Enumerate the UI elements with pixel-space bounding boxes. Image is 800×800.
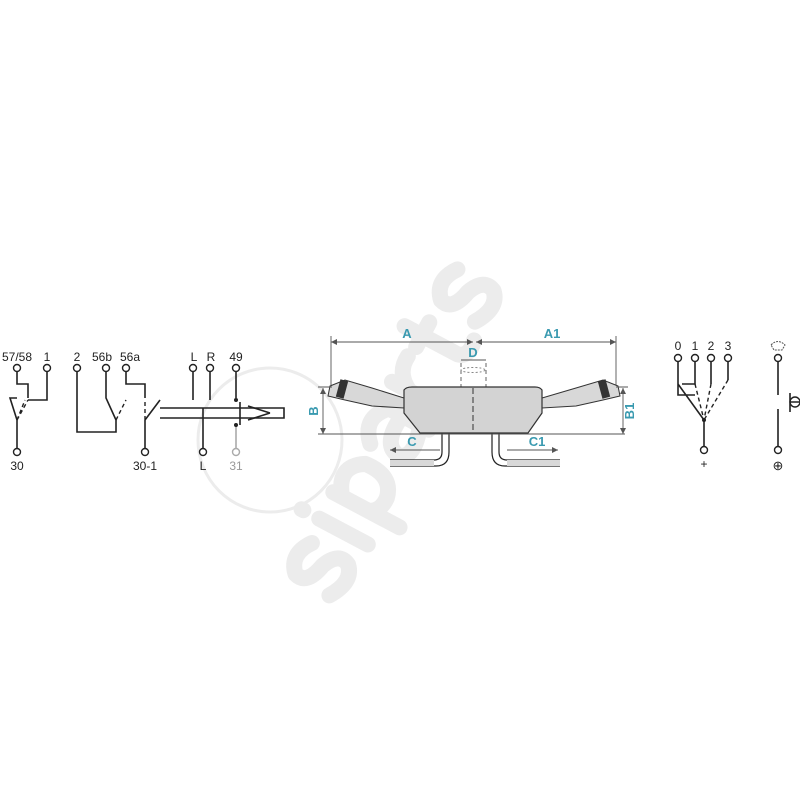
dimension-a1: A1 (544, 326, 561, 341)
terminal-label: L (191, 350, 198, 364)
terminal-label: 31 (229, 459, 243, 473)
dimension-b1: B1 (622, 403, 637, 420)
terminal-label: 1 (692, 339, 699, 353)
switch-dimension-drawing: A A1 D B B1 C C1 (306, 326, 637, 467)
terminal-label: 56b (92, 350, 112, 364)
terminal-label: 2 (74, 350, 81, 364)
terminal-circles (12, 363, 241, 457)
terminal-label: 57/58 (2, 350, 32, 364)
terminal-label: 56a (120, 350, 140, 364)
terminal-label: ⊕ (773, 458, 784, 473)
dimension-c: C (407, 434, 417, 449)
dimension-a: A (402, 326, 412, 341)
terminal-label: + (700, 457, 707, 471)
horn-icon (770, 341, 786, 351)
light-switch-schematic: 57/58 1 2 56b 56a L R 49 30 30-1 L 31 (2, 350, 285, 473)
dimension-b: B (306, 406, 321, 415)
wiper-switch-schematic: 0 1 2 3 + (673, 339, 733, 471)
dimension-d: D (468, 345, 477, 360)
watermark-logo (196, 261, 503, 604)
terminal-label: 30 (10, 459, 24, 473)
terminal-label: 2 (708, 339, 715, 353)
terminal-label: 0 (675, 339, 682, 353)
terminal-label: 1 (44, 350, 51, 364)
terminal-label: R (207, 350, 216, 364)
horn-switch-schematic: ⊕ (770, 341, 800, 473)
terminal-label: 30-1 (133, 459, 157, 473)
terminal-label: 3 (725, 339, 732, 353)
terminal-label: 49 (229, 350, 243, 364)
dimension-c1: C1 (529, 434, 546, 449)
terminal-label: L (200, 459, 207, 473)
